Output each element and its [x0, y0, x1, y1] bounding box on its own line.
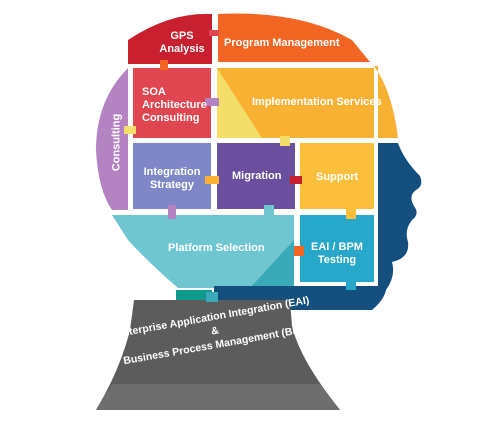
connector-nub [205, 98, 219, 106]
neck-block [96, 300, 340, 410]
face-profile [378, 143, 422, 262]
migration-block [217, 143, 295, 209]
connector-nub [209, 30, 219, 36]
consulting-label: Consulting [110, 113, 123, 172]
support-label: Support [316, 171, 359, 183]
neck-highlight [96, 384, 340, 410]
gps-block [128, 13, 212, 64]
connector-nub [264, 205, 274, 219]
migration-label: Migration [232, 170, 282, 182]
connector-nub [294, 246, 304, 256]
program-block [218, 13, 370, 62]
implementation-label: Implementation Services [252, 96, 382, 108]
connector-nub [280, 136, 290, 146]
integration-block [133, 143, 211, 209]
gps-label: GPS Analysis [159, 30, 205, 55]
soa-label: SOA Architecture Consulting [142, 86, 207, 124]
integration-label: Integration Strategy [143, 166, 201, 191]
support-block [300, 143, 374, 209]
platform-label: Platform Selection [168, 242, 265, 254]
connector-nub [124, 126, 136, 134]
program-label: Program Management [224, 37, 340, 49]
connector-nub [346, 205, 356, 219]
soa-block [133, 68, 211, 138]
connector-nub [346, 280, 356, 290]
implementation-highlight [217, 68, 262, 138]
crown-right-block [374, 66, 398, 138]
platform-shade [250, 240, 294, 288]
connector-nub [205, 176, 219, 184]
eai-bpm-label: EAI / BPM Testing [311, 241, 363, 266]
connector-nub [160, 60, 168, 70]
consulting-block [96, 68, 128, 210]
connector-nub [168, 205, 176, 219]
chin-block [214, 262, 394, 290]
connector-nub [290, 176, 302, 184]
eai-bpm-block [300, 215, 374, 282]
platform-block [112, 215, 294, 288]
connector-nub [206, 292, 218, 302]
